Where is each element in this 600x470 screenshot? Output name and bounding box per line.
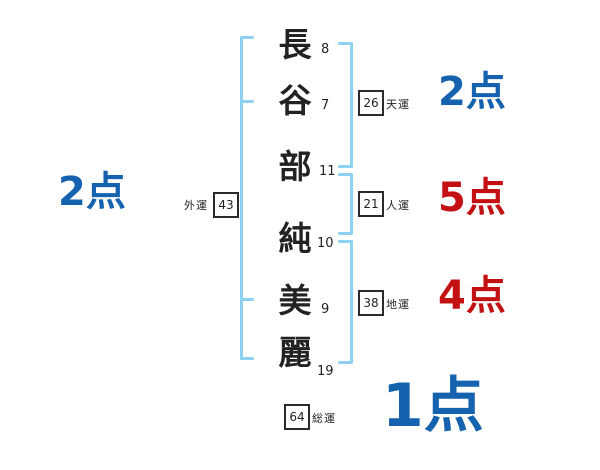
- heaven-luck-bracket-tick-top: [338, 42, 352, 45]
- earth-luck-bracket-tick-bottom: [338, 361, 352, 364]
- outer-luck-value: 43: [218, 198, 234, 212]
- outer-luck-bracket-tick-mid1: [240, 100, 254, 103]
- person-luck-bracket-line: [350, 173, 353, 235]
- stroke-count-1: 8: [321, 42, 330, 57]
- earth-luck-label: 地運: [386, 298, 410, 311]
- person-luck-bracket-tick-top: [338, 173, 352, 176]
- heaven-luck-score: 2点: [438, 69, 506, 115]
- total-luck-value: 64: [289, 410, 305, 424]
- total-luck-label: 総運: [312, 412, 336, 425]
- earth-luck-score: 4点: [438, 273, 506, 319]
- person-luck-value: 21: [363, 197, 379, 211]
- heaven-luck-bracket-tick-bottom: [338, 165, 352, 168]
- outer-luck-label: 外運: [184, 199, 208, 212]
- stroke-count-5: 9: [321, 302, 330, 317]
- heaven-luck-value: 26: [363, 96, 379, 110]
- stroke-count-4: 10: [317, 236, 334, 251]
- outer-luck-value-box: 43: [213, 192, 239, 218]
- heaven-luck-value-box: 26: [358, 90, 384, 116]
- heaven-luck-label: 天運: [386, 98, 410, 111]
- total-luck-value-box: 64: [284, 404, 310, 430]
- person-luck-label: 人運: [386, 199, 410, 212]
- outer-luck-score: 2点: [58, 169, 126, 215]
- earth-luck-bracket-line: [350, 240, 353, 364]
- stroke-count-3: 11: [319, 164, 336, 179]
- name-char-4: 純: [278, 219, 312, 258]
- outer-luck-bracket-tick-mid2: [240, 298, 254, 301]
- heaven-luck-bracket-line: [350, 42, 353, 168]
- earth-luck-value-box: 38: [358, 290, 384, 316]
- earth-luck-bracket-tick-top: [338, 240, 352, 243]
- outer-luck-bracket-tick-bottom: [240, 357, 254, 360]
- earth-luck-value: 38: [363, 296, 379, 310]
- name-char-1: 長: [278, 25, 312, 64]
- name-char-2: 谷: [278, 81, 312, 120]
- person-luck-bracket-tick-bottom: [338, 232, 352, 235]
- stroke-count-2: 7: [321, 98, 330, 113]
- outer-luck-bracket-line: [240, 36, 243, 360]
- total-luck-score: 1点: [382, 371, 484, 441]
- person-luck-score: 5点: [438, 175, 506, 221]
- name-char-6: 麗: [278, 333, 312, 372]
- stroke-count-6: 19: [317, 364, 334, 379]
- outer-luck-bracket-tick-top: [240, 36, 254, 39]
- name-char-5: 美: [278, 281, 312, 320]
- name-char-3: 部: [278, 147, 312, 186]
- person-luck-value-box: 21: [358, 191, 384, 217]
